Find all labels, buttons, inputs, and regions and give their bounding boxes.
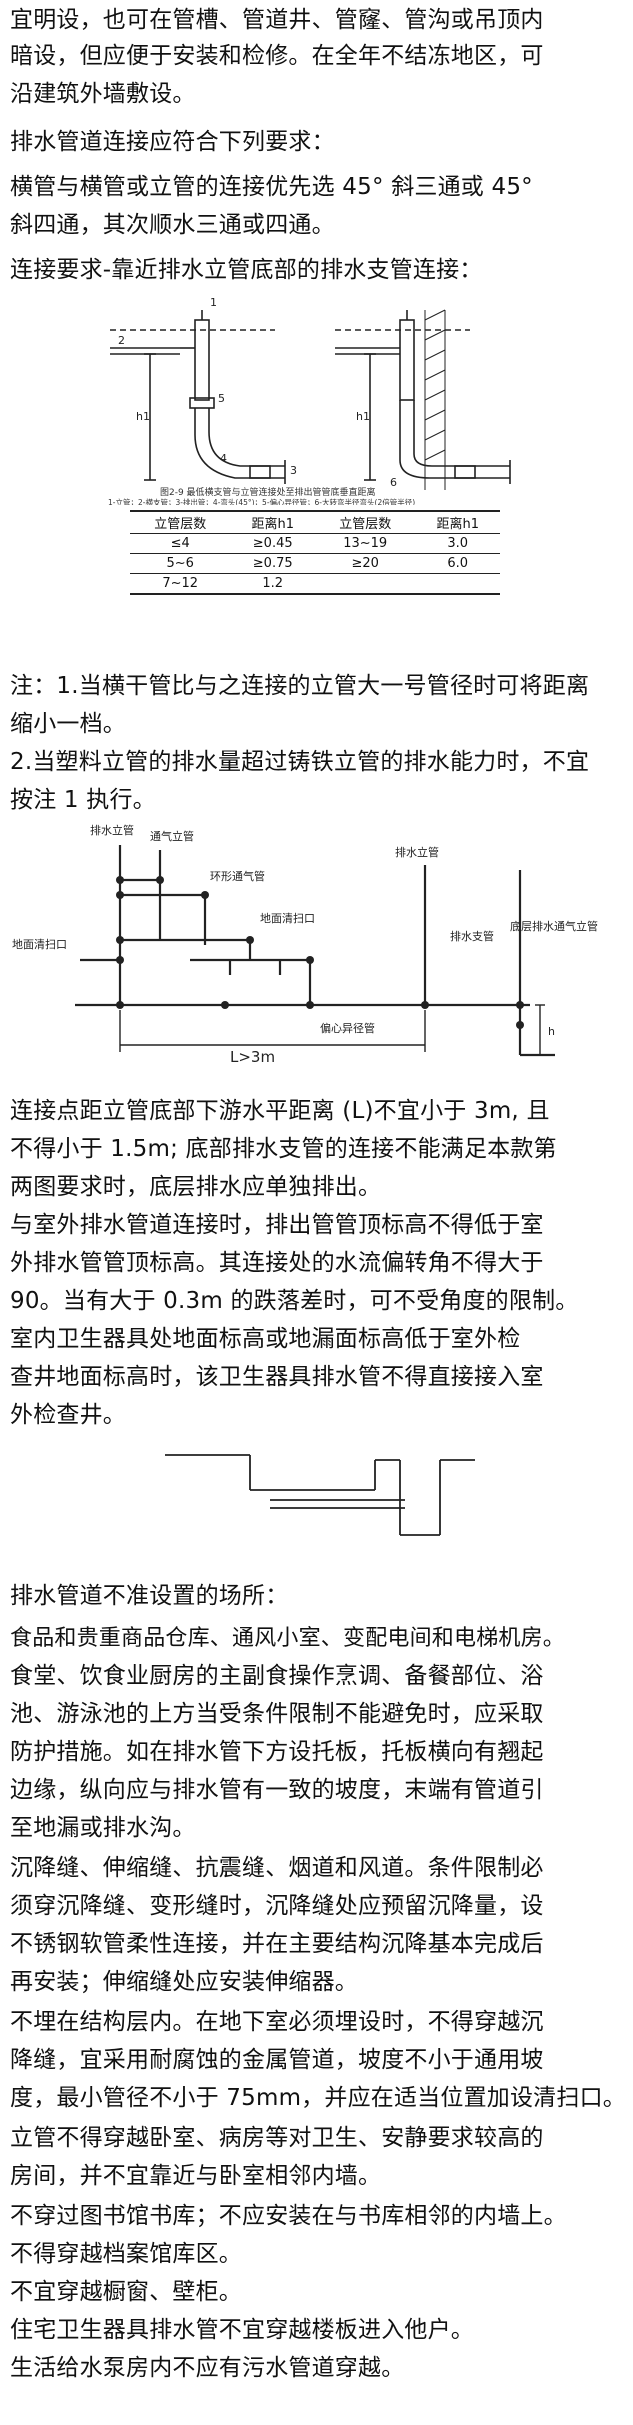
text-line: 外排水管管顶标高。其连接处的水流偏转角不得大于 bbox=[10, 1250, 544, 1276]
text-line: 宜明设，也可在管槽、管道井、管窿、管沟或吊顶内 bbox=[10, 7, 544, 33]
text-line: 至地漏或排水沟。 bbox=[10, 1815, 196, 1841]
drainage-system-figure: 排水立管 通气立管 环形通气管 地面清扫口 地面清扫口 排水立管 排水支管 底层… bbox=[12, 823, 598, 1066]
text-line: 注：1.当横干管比与之连接的立管大一号管径时可将距离 bbox=[10, 673, 590, 699]
figure-label: 地面清扫口 bbox=[12, 938, 67, 951]
text-line: 连接要求-靠近排水立管底部的排水支管连接： bbox=[10, 257, 483, 283]
table-cell: 5~6 bbox=[130, 553, 231, 574]
text-line: 食堂、饮食业厨房的主副食操作烹调、备餐部位、浴 bbox=[10, 1663, 544, 1689]
table-cell: ≤4 bbox=[130, 533, 231, 554]
text-line: 缩小一档。 bbox=[10, 711, 126, 737]
table-cell: ≥0.45 bbox=[230, 533, 315, 554]
text-line: 2.当塑料立管的排水量超过铸铁立管的排水能力时，不宜 bbox=[10, 749, 590, 775]
text-line: 住宅卫生器具排水管不宜穿越楼板进入他户。 bbox=[10, 2317, 474, 2343]
text-line: 暗设，但应便于安装和检修。在全年不结冻地区，可 bbox=[10, 43, 544, 69]
text-line: 与室外排水管道连接时，排出管管顶标高不得低于室 bbox=[10, 1212, 544, 1238]
callout-label: 6 bbox=[390, 476, 397, 489]
figure-legend: 1-立管；2-横支管；3-排出管；4-弯头(45°)；5-偏心异径管；6-大转弯… bbox=[108, 497, 415, 505]
table-header: 立管层数 bbox=[314, 510, 416, 534]
callout-label: 1 bbox=[210, 296, 217, 309]
text-line: 排水管道连接应符合下列要求： bbox=[10, 129, 335, 155]
callout-label: 5 bbox=[218, 392, 225, 405]
text-line: 外检查井。 bbox=[10, 1402, 126, 1428]
text-line: 房间，并不宜靠近与卧室相邻内墙。 bbox=[10, 2163, 382, 2189]
figure-label: 通气立管 bbox=[150, 829, 194, 843]
text-line: 90。当有大于 0.3m 的跌落差时，可不受角度的限制。 bbox=[10, 1288, 579, 1314]
text-line: 不锈钢软管柔性连接，并在主要结构沉降基本完成后 bbox=[10, 1931, 544, 1957]
text-line: 不得穿越档案馆库区。 bbox=[10, 2241, 242, 2267]
table-header: 立管层数 bbox=[130, 510, 231, 534]
table-row: 5~6 ≥0.75 ≥20 6.0 bbox=[130, 553, 500, 574]
figure-caption: 图2-9 最低横支管与立管连接处至排出管管底垂直距离 bbox=[160, 486, 376, 498]
table-cell: ≥20 bbox=[314, 553, 416, 574]
figure-label: 排水立管 bbox=[395, 845, 439, 859]
dimension-label: L>3m bbox=[230, 1048, 275, 1066]
text-line: 两图要求时，底层排水应单独排出。 bbox=[10, 1174, 382, 1200]
figure-label: 偏心异径管 bbox=[320, 1021, 375, 1035]
text-line: 再安装；伸缩缝处应安装伸缩器。 bbox=[10, 1969, 358, 1995]
text-line: 室内卫生器具处地面标高或地漏面标高低于室外检 bbox=[10, 1326, 521, 1352]
distance-table: 立管层数 距离h1 立管层数 距离h1 ≤4 ≥0.45 13~19 3.0 5… bbox=[130, 510, 500, 595]
figure-label: 排水支管 bbox=[450, 929, 494, 943]
text-line: 度，最小管径不小于 75mm，并应在适当位置加设清扫口。 bbox=[10, 2085, 626, 2111]
text-line: 不穿过图书馆书库；不应安装在与书库相邻的内墙上。 bbox=[10, 2203, 567, 2229]
table-cell bbox=[415, 573, 500, 595]
figure-label: 地面清扫口 bbox=[260, 912, 315, 925]
text-line: 不得小于 1.5m; 底部排水支管的连接不能满足本款第 bbox=[10, 1136, 557, 1162]
dimension-label: h1 bbox=[356, 410, 370, 423]
table-header: 距离h1 bbox=[415, 510, 500, 534]
text-line: 查井地面标高时，该卫生器具排水管不得直接接入室 bbox=[10, 1364, 544, 1390]
table-header: 距离h1 bbox=[230, 510, 315, 534]
table-cell: 13~19 bbox=[314, 533, 416, 554]
text-line: 池、游泳池的上方当受条件限制不能避免时，应采取 bbox=[10, 1701, 544, 1727]
text-line: 连接点距立管底部下游水平距离 (L)不宜小于 3m, 且 bbox=[10, 1098, 550, 1124]
text-line: 降缝，宜采用耐腐蚀的金属管道，坡度不小于通用坡 bbox=[10, 2047, 544, 2073]
text-line: 沿建筑外墙敷设。 bbox=[10, 81, 196, 107]
text-line: 不埋在结构层内。在地下室必须埋设时，不得穿越沉 bbox=[10, 2009, 544, 2035]
callout-label: 2 bbox=[118, 334, 125, 347]
text-line: 须穿沉降缝、变形缝时，沉降缝处应预留沉降量，设 bbox=[10, 1893, 544, 1919]
table-cell: 1.2 bbox=[230, 573, 315, 595]
text-line: 防护措施。如在排水管下方设托板，托板横向有翘起 bbox=[10, 1739, 544, 1765]
manhole-connection-figure bbox=[165, 1454, 475, 1536]
table-cell: 6.0 bbox=[415, 553, 500, 574]
text-line: 沉降缝、伸缩缝、抗震缝、烟道和风道。条件限制必 bbox=[10, 1855, 544, 1881]
table-cell bbox=[314, 573, 416, 595]
text-line: 排水管道不准设置的场所： bbox=[10, 1583, 289, 1609]
dimension-label: h bbox=[548, 1025, 555, 1038]
text-line: 按注 1 执行。 bbox=[10, 787, 156, 813]
figure-label: 底层排水通气立管 bbox=[510, 919, 598, 933]
text-line: 立管不得穿越卧室、病房等对卫生、安静要求较高的 bbox=[10, 2125, 544, 2151]
dimension-label: h1 bbox=[136, 410, 150, 423]
table-row: 7~12 1.2 bbox=[130, 573, 500, 595]
table-row: ≤4 ≥0.45 13~19 3.0 bbox=[130, 533, 500, 554]
text-line: 边缘，纵向应与排水管有一致的坡度，末端有管道引 bbox=[10, 1777, 544, 1803]
callout-label: 4 bbox=[220, 452, 227, 465]
text-line: 斜四通，其次顺水三通或四通。 bbox=[10, 212, 335, 238]
callout-label: 3 bbox=[290, 464, 297, 477]
riser-bottom-connection-figure: h1 h1 1 2 3 4 5 6 图2-9 最低横支管与立管连接处至排出管管底… bbox=[108, 296, 511, 505]
table-cell: 7~12 bbox=[130, 573, 231, 595]
table-cell: 3.0 bbox=[415, 533, 500, 554]
figure-label: 环形通气管 bbox=[210, 869, 265, 883]
text-line: 食品和贵重商品仓库、通风小室、变配电间和电梯机房。 bbox=[10, 1626, 566, 1651]
text-line: 生活给水泵房内不应有污水管道穿越。 bbox=[10, 2355, 405, 2381]
text-line: 不宜穿越橱窗、壁柜。 bbox=[10, 2279, 242, 2305]
text-line: 横管与横管或立管的连接优先选 45° 斜三通或 45° bbox=[10, 174, 533, 200]
table-cell: ≥0.75 bbox=[230, 553, 315, 574]
figure-label: 排水立管 bbox=[90, 823, 134, 837]
